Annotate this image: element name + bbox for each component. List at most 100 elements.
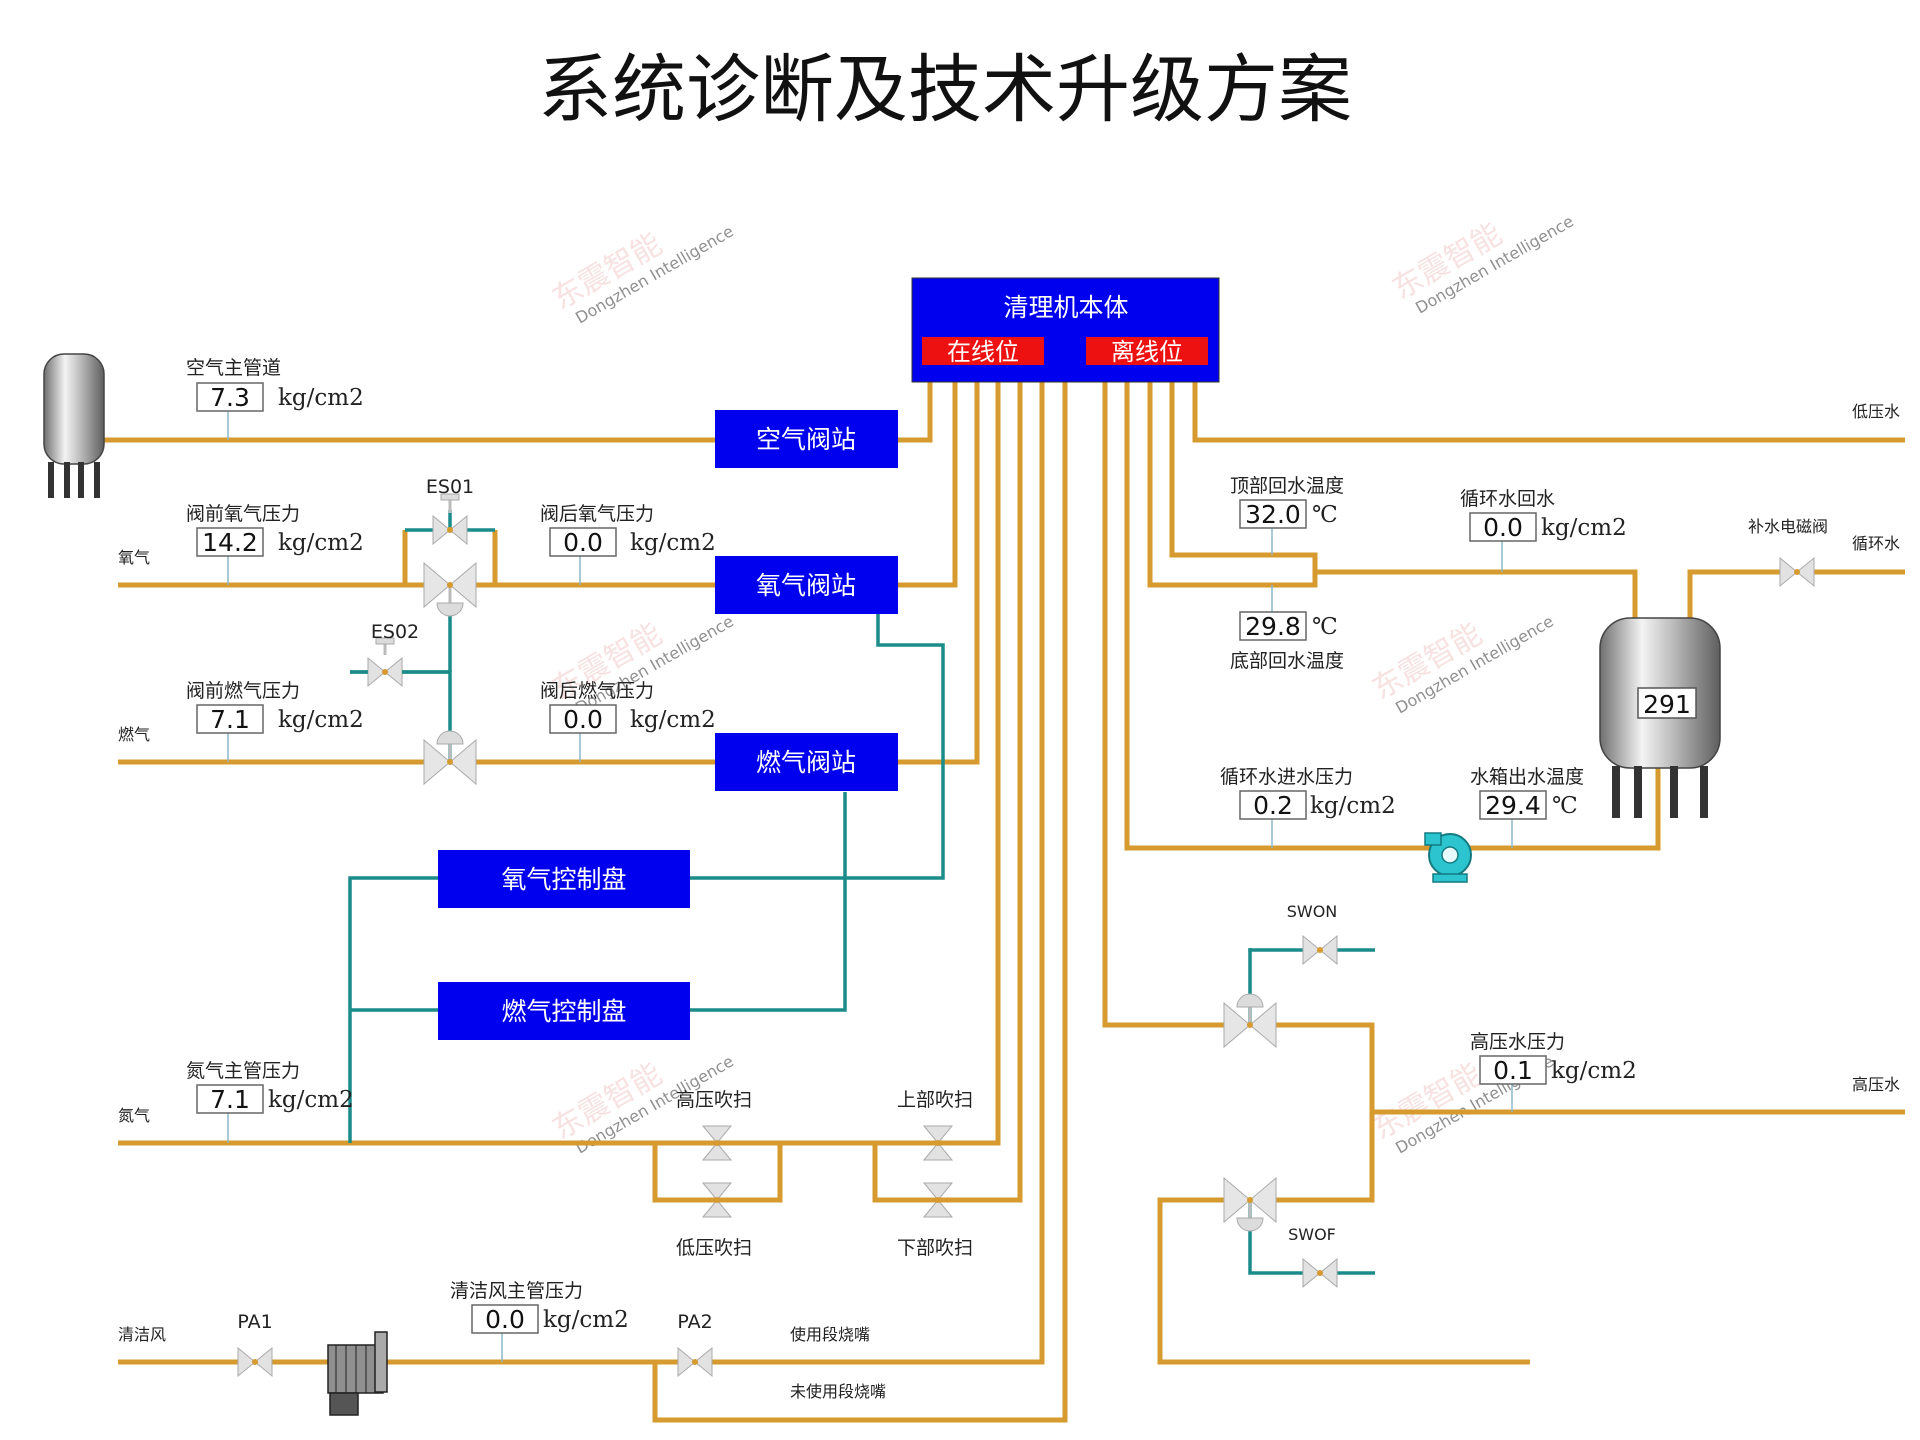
svg-text:kg/cm2: kg/cm2 (278, 707, 364, 733)
svg-text:清洁风主管压力: 清洁风主管压力 (450, 1280, 583, 1302)
svg-text:kg/cm2: kg/cm2 (630, 530, 716, 556)
valve-es01[interactable] (432, 493, 468, 545)
svg-text:阀后燃气压力: 阀后燃气压力 (540, 680, 654, 702)
control-valve-fuel[interactable] (422, 729, 478, 786)
label-in-use-nozzle: 使用段烧嘴 (790, 1325, 870, 1344)
label-upper-purge: 上部吹扫 (897, 1089, 973, 1111)
svg-text:离线位: 离线位 (1111, 338, 1183, 366)
clean-air-blower[interactable] (327, 1331, 388, 1416)
svg-text:底部回水温度: 底部回水温度 (1230, 650, 1344, 672)
valve-swof[interactable] (1302, 1258, 1338, 1288)
svg-text:7.1: 7.1 (210, 705, 250, 734)
svg-text:阀前氧气压力: 阀前氧气压力 (186, 503, 300, 525)
offline-position-button[interactable]: 离线位 (1086, 337, 1208, 366)
svg-text:kg/cm2: kg/cm2 (268, 1087, 354, 1113)
circulation-pump[interactable] (1424, 832, 1472, 883)
svg-text:kg/cm2: kg/cm2 (1551, 1058, 1637, 1084)
reading-tank-out-temp: 水箱出水温度 29.4 ℃ (1470, 766, 1584, 820)
label-es01: ES01 (426, 476, 474, 498)
svg-text:0.1: 0.1 (1493, 1056, 1533, 1085)
oxygen-control-panel[interactable]: 氧气控制盘 (438, 850, 690, 908)
gauge-leaders (227, 408, 1513, 1362)
svg-text:0.0: 0.0 (1483, 513, 1523, 542)
reading-hp-water: 高压水压力 0.1 kg/cm2 (1470, 1031, 1637, 1085)
sink-circulating-water: 循环水 (1852, 534, 1900, 553)
reading-circ-in-pressure: 循环水进水压力 0.2 kg/cm2 (1220, 766, 1396, 820)
reading-fuel-after: 阀后燃气压力 0.0 kg/cm2 (540, 680, 716, 734)
svg-text:291: 291 (1643, 690, 1691, 719)
reading-o2-after: 阀后氧气压力 0.0 kg/cm2 (540, 503, 716, 557)
svg-text:空气主管道: 空气主管道 (186, 357, 281, 379)
source-clean-air: 清洁风 (118, 1325, 166, 1344)
label-lp-purge: 低压吹扫 (676, 1237, 752, 1259)
source-nitrogen: 氮气 (118, 1106, 150, 1125)
svg-text:顶部回水温度: 顶部回水温度 (1230, 475, 1344, 497)
air-valve-station[interactable]: 空气阀站 (715, 410, 898, 468)
control-valve-oxygen[interactable] (422, 561, 478, 618)
svg-text:0.0: 0.0 (563, 528, 603, 557)
air-tank (43, 353, 105, 498)
svg-text:阀后氧气压力: 阀后氧气压力 (540, 503, 654, 525)
source-oxygen: 氧气 (118, 548, 150, 567)
sink-low-pressure-water: 低压水 (1852, 402, 1900, 421)
valve-pa1[interactable] (237, 1347, 273, 1377)
svg-text:kg/cm2: kg/cm2 (1541, 515, 1627, 541)
svg-text:kg/cm2: kg/cm2 (278, 385, 364, 411)
source-fuel: 燃气 (118, 725, 150, 744)
process-pipes (103, 382, 1905, 1423)
valve-makeup[interactable] (1779, 557, 1815, 587)
valve-swon[interactable] (1302, 935, 1338, 965)
reading-clean-air-main: 清洁风主管压力 0.0 kg/cm2 (450, 1280, 629, 1334)
label-pa2: PA2 (677, 1311, 712, 1333)
svg-text:32.0: 32.0 (1245, 500, 1301, 529)
fuel-valve-station[interactable]: 燃气阀站 (715, 733, 898, 791)
svg-text:0.2: 0.2 (1253, 791, 1293, 820)
svg-text:7.1: 7.1 (210, 1085, 250, 1114)
cleaner-body[interactable]: 清理机本体 (911, 277, 1220, 383)
label-swon: SWON (1287, 902, 1338, 921)
svg-text:kg/cm2: kg/cm2 (543, 1307, 629, 1333)
label-unused-nozzle: 未使用段烧嘴 (790, 1382, 886, 1401)
online-position-button[interactable]: 在线位 (922, 337, 1044, 366)
reading-circ-return: 循环水回水 0.0 kg/cm2 (1460, 488, 1627, 542)
svg-text:在线位: 在线位 (947, 338, 1019, 366)
label-swof: SWOF (1288, 1225, 1336, 1244)
tank-level: 291 (1637, 687, 1697, 719)
svg-text:燃气控制盘: 燃气控制盘 (501, 997, 626, 1026)
svg-text:氧气阀站: 氧气阀站 (756, 571, 856, 600)
svg-text:0.0: 0.0 (485, 1305, 525, 1334)
reading-fuel-before: 阀前燃气压力 7.1 kg/cm2 (186, 680, 364, 734)
svg-text:7.3: 7.3 (210, 383, 250, 412)
sink-high-pressure-water: 高压水 (1852, 1075, 1900, 1094)
svg-text:氧气控制盘: 氧气控制盘 (501, 865, 626, 894)
reading-n2-main: 氮气主管压力 7.1 kg/cm2 (186, 1060, 354, 1114)
svg-text:kg/cm2: kg/cm2 (1310, 793, 1396, 819)
svg-text:循环水回水: 循环水回水 (1460, 488, 1555, 510)
svg-text:清理机本体: 清理机本体 (1003, 293, 1128, 322)
svg-text:℃: ℃ (1552, 793, 1578, 819)
reading-o2-before: 阀前氧气压力 14.2 kg/cm2 (186, 503, 364, 557)
svg-text:空气阀站: 空气阀站 (756, 425, 856, 454)
control-valve-swon[interactable] (1222, 992, 1278, 1049)
label-lower-purge: 下部吹扫 (897, 1237, 973, 1259)
svg-text:高压水压力: 高压水压力 (1470, 1031, 1565, 1053)
svg-text:燃气阀站: 燃气阀站 (756, 748, 856, 777)
valve-es02[interactable] (350, 637, 450, 687)
page-title: 系统诊断及技术升级方案 (538, 47, 1352, 133)
label-pa1: PA1 (237, 1311, 272, 1333)
label-hp-purge: 高压吹扫 (676, 1089, 752, 1111)
oxygen-valve-station[interactable]: 氧气阀站 (715, 556, 898, 614)
svg-text:阀前燃气压力: 阀前燃气压力 (186, 680, 300, 702)
valve-pa2[interactable] (677, 1347, 713, 1377)
svg-text:水箱出水温度: 水箱出水温度 (1470, 766, 1584, 788)
reading-top-return-temp: 顶部回水温度 32.0 ℃ (1230, 475, 1344, 529)
reading-air-main: 空气主管道 7.3 kg/cm2 (186, 357, 364, 412)
control-valve-swof[interactable] (1222, 1176, 1278, 1233)
svg-text:循环水进水压力: 循环水进水压力 (1220, 766, 1353, 788)
fuel-control-panel[interactable]: 燃气控制盘 (438, 982, 690, 1040)
label-es02: ES02 (371, 621, 419, 643)
svg-text:氮气主管压力: 氮气主管压力 (186, 1060, 300, 1082)
svg-text:29.8: 29.8 (1245, 612, 1301, 641)
svg-text:0.0: 0.0 (563, 705, 603, 734)
